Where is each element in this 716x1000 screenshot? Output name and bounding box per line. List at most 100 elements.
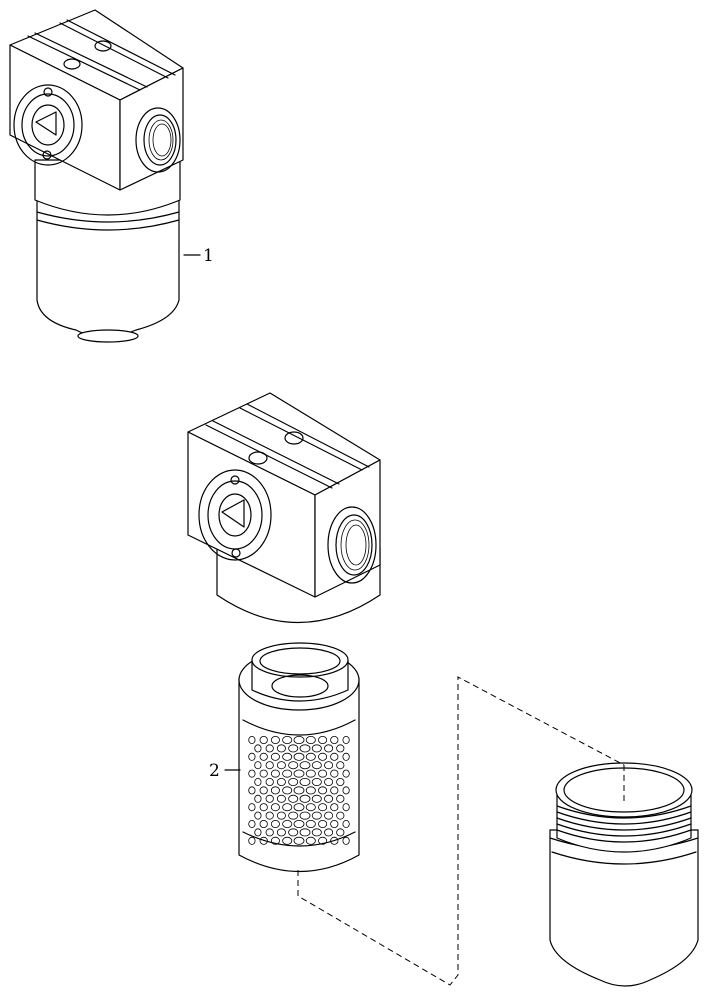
perforation-hole [311, 811, 322, 820]
callout-1: 1 [203, 246, 214, 266]
perforation-hole [305, 803, 316, 812]
perforation-hole [293, 803, 305, 812]
perforation-hole [293, 786, 305, 795]
perforation-hole [336, 761, 345, 770]
perforation-hole [299, 778, 311, 787]
perforation-hole [248, 803, 256, 812]
perforation-hole [265, 778, 274, 787]
perforation-hole [282, 836, 293, 845]
perforation-hole [282, 752, 293, 761]
perforation-hole [318, 736, 328, 745]
perforation-hole [342, 836, 350, 845]
perforation-hole [311, 778, 322, 787]
perforation-hole [282, 769, 293, 778]
perforation-hole [259, 820, 268, 829]
perforation-hole [254, 794, 262, 803]
perforation-hole [330, 786, 339, 795]
perforation-hole [305, 736, 316, 745]
perforation-hole [336, 811, 345, 820]
callout-2: 2 [209, 761, 220, 781]
perforation-hole [248, 736, 256, 745]
perforation-hole [270, 820, 280, 829]
perforation-hole [293, 836, 305, 845]
perforation-hole [254, 811, 262, 820]
perforation-hole [330, 736, 339, 745]
perforation-hole [254, 744, 262, 753]
perforation-hole [336, 778, 345, 787]
perforation-hole [324, 794, 334, 803]
perforation-hole [288, 761, 299, 770]
perforation-hole [342, 769, 350, 778]
perforation-hole [270, 769, 280, 778]
perforation-hole [305, 786, 316, 795]
perforation-hole [259, 786, 268, 795]
perforation-hole [318, 820, 328, 829]
perforation-hole [342, 820, 350, 829]
perforation-hole [276, 828, 286, 837]
perforation-hole [299, 828, 311, 837]
perforation-hole [270, 836, 280, 845]
perforation-hole [305, 769, 316, 778]
perforation-hole [288, 828, 299, 837]
perforation-hole [318, 803, 328, 812]
perforation-hole [305, 836, 316, 845]
perforation-hole [259, 803, 268, 812]
perforation-hole [330, 752, 339, 761]
perforation-hole [299, 761, 311, 770]
perforation-hole [282, 736, 293, 745]
filter-assembly-complete [9, 9, 201, 343]
perforation-hole [336, 744, 345, 753]
perforation-hole [330, 836, 339, 845]
perforation-hole [270, 752, 280, 761]
perforation-hole [293, 769, 305, 778]
perforation-hole [336, 828, 345, 837]
perforation-hole [342, 752, 350, 761]
perforation-hole [248, 786, 256, 795]
perforation-hole [265, 761, 274, 770]
perforation-hole [342, 803, 350, 812]
perforation-hole [324, 811, 334, 820]
perforation-hole [305, 820, 316, 829]
perforation-hole [265, 744, 274, 753]
perforation-hole [265, 794, 274, 803]
perforation-hole [276, 744, 286, 753]
filter-element [224, 642, 360, 873]
perforation-hole [330, 769, 339, 778]
perforation-hole [248, 752, 256, 761]
perforation-hole [276, 811, 286, 820]
perforation-holes [248, 736, 350, 845]
perforation-hole [342, 736, 350, 745]
perforation-hole [299, 794, 311, 803]
perforation-hole [276, 778, 286, 787]
perforation-hole [293, 736, 305, 745]
perforation-hole [342, 786, 350, 795]
perforation-hole [254, 778, 262, 787]
perforation-hole [265, 811, 274, 820]
perforation-hole [270, 736, 280, 745]
perforation-hole [324, 828, 334, 837]
perforation-hole [254, 761, 262, 770]
perforation-hole [270, 803, 280, 812]
perforation-hole [276, 761, 286, 770]
assembly-path-line [297, 676, 625, 986]
perforation-hole [324, 744, 334, 753]
filter-bowl [549, 762, 699, 987]
perforation-hole [248, 769, 256, 778]
perforation-hole [318, 752, 328, 761]
perforation-hole [282, 786, 293, 795]
perforation-hole [318, 836, 328, 845]
perforation-hole [324, 778, 334, 787]
perforation-hole [318, 769, 328, 778]
perforation-hole [330, 803, 339, 812]
perforation-hole [288, 744, 299, 753]
perforation-hole [248, 836, 256, 845]
perforation-hole [254, 828, 262, 837]
perforation-hole [293, 752, 305, 761]
perforation-hole [288, 794, 299, 803]
perforation-hole [248, 820, 256, 829]
perforation-hole [318, 786, 328, 795]
perforation-hole [311, 761, 322, 770]
perforation-hole [259, 736, 268, 745]
perforation-hole [259, 752, 268, 761]
